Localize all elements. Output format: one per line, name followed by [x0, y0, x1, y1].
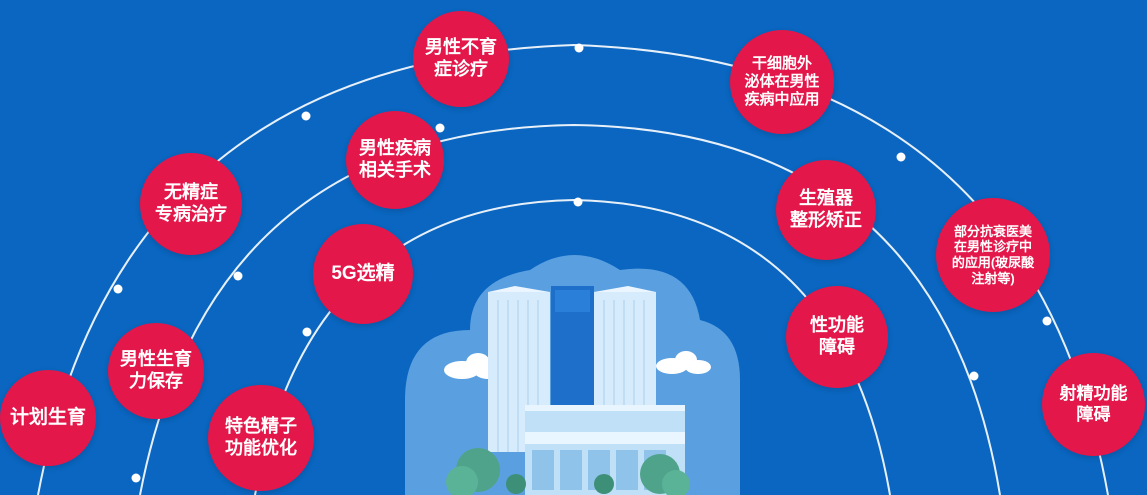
bubble-label: 部分抗衰医美 在男性诊疗中 的应用(玻尿酸 注射等) — [951, 223, 1035, 286]
bubble-label: 生殖器 整形矫正 — [790, 188, 862, 230]
bubble-azoospermia: 无精症 专病治疗 — [140, 153, 242, 255]
bubble-label: 性功能 障碍 — [810, 315, 864, 357]
bubble-label: 射精功能 障碍 — [1059, 384, 1128, 424]
bubble-ejaculation-dysfunction: 射精功能 障碍 — [1042, 353, 1145, 456]
bubble-sperm-optimization: 特色精子 功能优化 — [208, 385, 314, 491]
trees — [446, 448, 690, 495]
bubble-label: 5G选精 — [331, 262, 395, 284]
bubble-sperm-selection-5g: 5G选精 — [313, 224, 413, 324]
bubble-label: 男性疾病 相关手术 — [359, 138, 431, 180]
bubble-anti-aging-aesthetics: 部分抗衰医美 在男性诊疗中 的应用(玻尿酸 注射等) — [936, 198, 1050, 312]
bubble-genital-reconstruction: 生殖器 整形矫正 — [776, 160, 876, 260]
bubble-male-fertility-preservation: 男性生育 力保存 — [108, 323, 204, 419]
bubble-label: 干细胞外 泌体在男性 疾病中应用 — [744, 55, 820, 108]
bubble-label: 计划生育 — [9, 406, 86, 428]
bubble-stem-cell-exosome: 干细胞外 泌体在男性 疾病中应用 — [730, 30, 834, 134]
bubble-label: 男性不育 症诊疗 — [425, 37, 497, 79]
arc-dots — [113, 43, 1052, 483]
bubble-male-infertility: 男性不育 症诊疗 — [413, 11, 509, 107]
small-clouds — [444, 351, 711, 379]
bubble-male-surgery: 男性疾病 相关手术 — [346, 111, 444, 209]
bubble-family-planning: 计划生育 — [0, 370, 96, 466]
bubble-label: 男性生育 力保存 — [120, 349, 192, 391]
bubble-label: 无精症 专病治疗 — [155, 182, 227, 224]
bubble-label: 特色精子 功能优化 — [225, 416, 297, 458]
middle-arc — [139, 123, 1001, 495]
bubble-sexual-dysfunction: 性功能 障碍 — [786, 286, 888, 388]
